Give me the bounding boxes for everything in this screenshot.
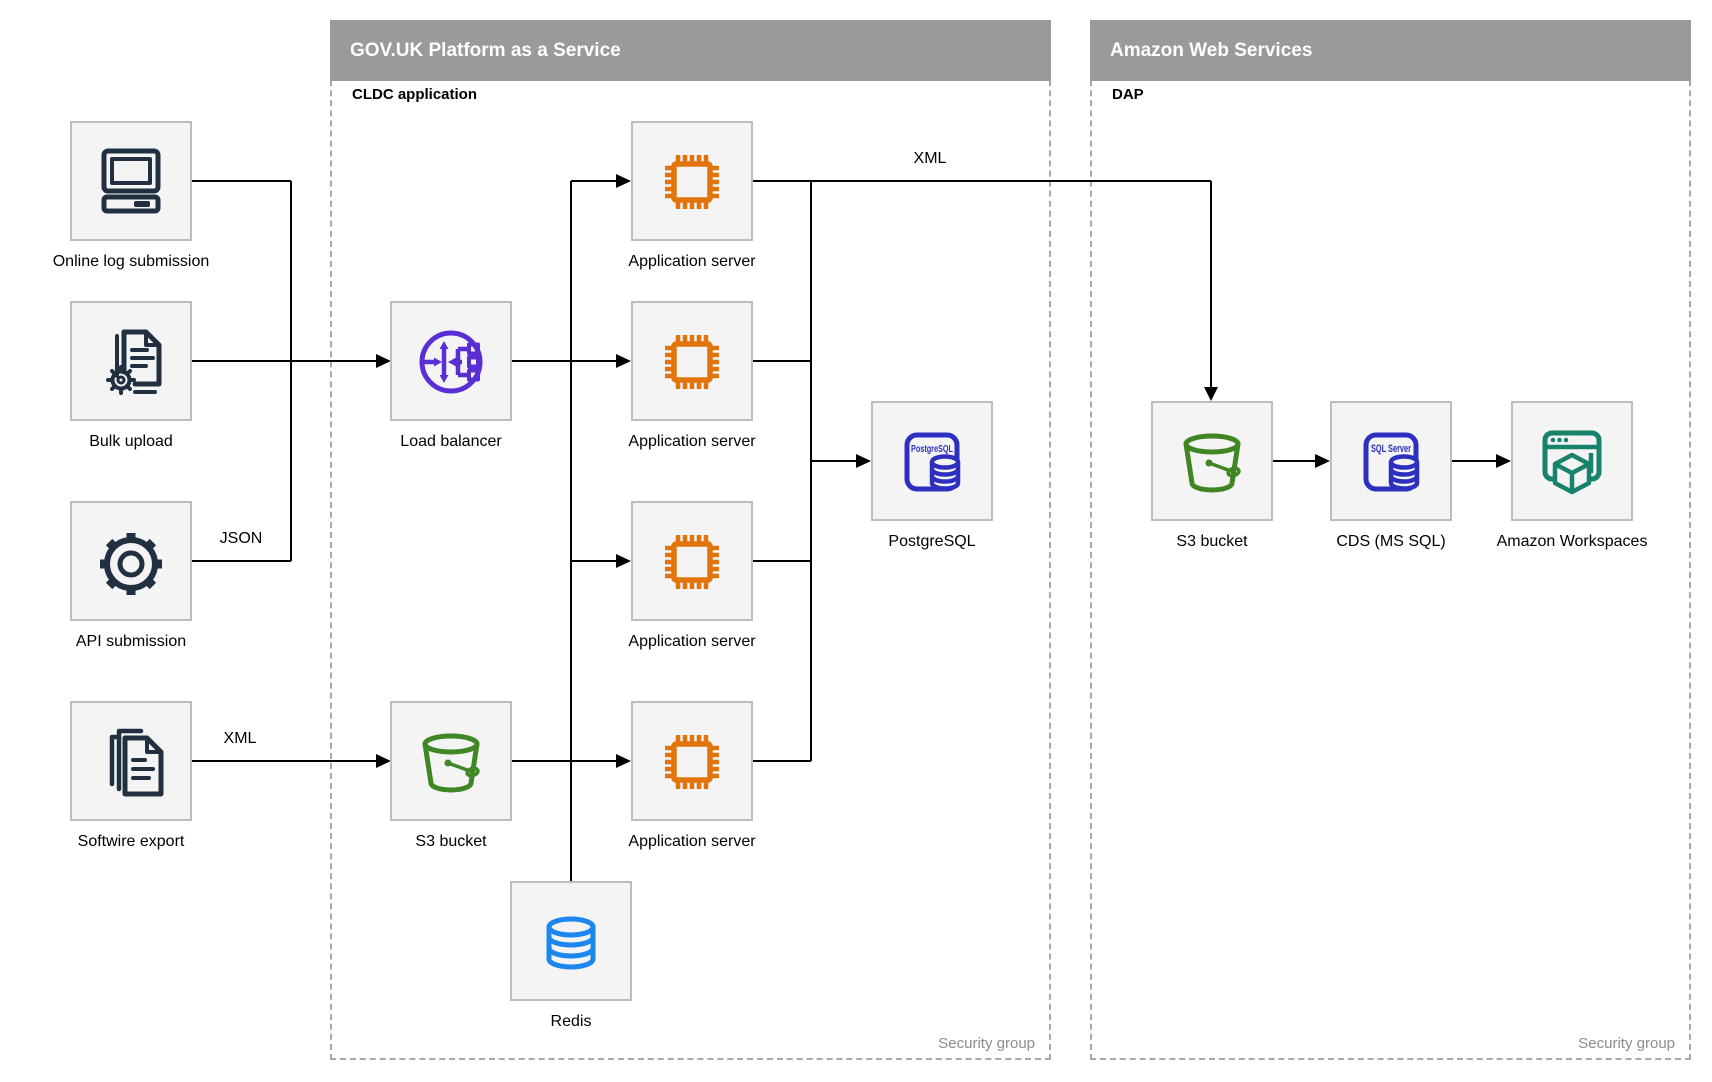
edge-label-json: JSON bbox=[219, 530, 263, 547]
edge-label-xml-to-dap: XML bbox=[913, 150, 947, 167]
chip-icon bbox=[665, 535, 719, 589]
postgresql-box: PostgreSQL bbox=[871, 401, 993, 521]
desktop-computer-icon bbox=[101, 148, 161, 214]
postgresql-database-icon: PostgreSQL bbox=[904, 432, 961, 492]
chip-icon bbox=[665, 155, 719, 209]
panel-aws-sublabel: DAP bbox=[1112, 86, 1144, 103]
node-application-server-4: Application server bbox=[628, 701, 756, 850]
node-s3-bucket-aws: S3 bucket bbox=[1151, 401, 1273, 550]
amazon-workspaces-box bbox=[1511, 401, 1633, 521]
node-cds-ms-sql: SQL Server CDS (MS SQL) bbox=[1330, 401, 1452, 550]
node-application-server-1: Application server bbox=[628, 121, 756, 270]
api-submission-box bbox=[70, 501, 192, 621]
load-balancer-box bbox=[390, 301, 512, 421]
chip-icon bbox=[665, 335, 719, 389]
document-gear-icon bbox=[106, 329, 162, 395]
application-server-box bbox=[631, 701, 753, 821]
panel-govuk-paas-header: GOV.UK Platform as a Service bbox=[330, 20, 1051, 81]
s3-bucket-icon bbox=[422, 733, 480, 793]
node-postgresql: PostgreSQL PostgreSQL bbox=[871, 401, 993, 550]
documents-stack-icon bbox=[109, 728, 164, 797]
load-balancer-icon bbox=[419, 330, 483, 394]
node-application-server-2: Application server bbox=[628, 301, 756, 450]
node-label: Online log submission bbox=[52, 253, 210, 270]
node-bulk-upload: Bulk upload bbox=[70, 301, 192, 450]
s3-bucket-box bbox=[390, 701, 512, 821]
online-log-submission-box bbox=[70, 121, 192, 241]
gear-icon bbox=[100, 533, 162, 595]
application-server-box bbox=[631, 121, 753, 241]
node-amazon-workspaces: Amazon Workspaces bbox=[1497, 401, 1647, 550]
node-label: Softwire export bbox=[77, 833, 185, 850]
bulk-upload-box bbox=[70, 301, 192, 421]
sql-server-icon-text: SQL Server bbox=[1371, 443, 1411, 455]
node-label: Application server bbox=[628, 253, 756, 270]
panel-govuk-paas-sublabel: CLDC application bbox=[352, 86, 478, 103]
node-softwire-export: Softwire export bbox=[70, 701, 192, 850]
redis-box bbox=[510, 881, 632, 1001]
edge-label-xml-softwire: XML bbox=[223, 730, 257, 747]
node-label: Amazon Workspaces bbox=[1496, 533, 1648, 550]
panel-govuk-paas: GOV.UK Platform as a Service CLDC applic… bbox=[330, 20, 1051, 1060]
node-label: Bulk upload bbox=[89, 433, 173, 450]
node-s3-bucket-paas: S3 bucket bbox=[390, 701, 512, 850]
node-label: Application server bbox=[628, 433, 756, 450]
node-load-balancer: Load balancer bbox=[390, 301, 512, 450]
workspaces-icon bbox=[1542, 430, 1602, 495]
cds-ms-sql-box: SQL Server bbox=[1330, 401, 1452, 521]
softwire-export-box bbox=[70, 701, 192, 821]
node-label: Application server bbox=[628, 833, 756, 850]
node-label: Redis bbox=[550, 1013, 592, 1030]
panel-aws-header: Amazon Web Services bbox=[1090, 20, 1691, 81]
node-label: S3 bucket bbox=[415, 833, 487, 850]
sql-server-database-icon: SQL Server bbox=[1363, 432, 1420, 492]
node-redis: Redis bbox=[510, 881, 632, 1030]
node-api-submission: API submission bbox=[70, 501, 192, 650]
redis-cylinder-icon bbox=[546, 916, 596, 970]
node-label: CDS (MS SQL) bbox=[1336, 533, 1446, 550]
node-label: Load balancer bbox=[400, 433, 502, 450]
node-application-server-3: Application server bbox=[628, 501, 756, 650]
node-label: Application server bbox=[628, 633, 756, 650]
application-server-box bbox=[631, 301, 753, 421]
s3-bucket-icon bbox=[1183, 433, 1241, 493]
panel-aws-footer: Security group bbox=[1578, 1035, 1675, 1052]
chip-icon bbox=[665, 735, 719, 789]
node-label: API submission bbox=[75, 633, 187, 650]
node-label: S3 bucket bbox=[1176, 533, 1248, 550]
panel-govuk-paas-footer: Security group bbox=[938, 1035, 1035, 1052]
s3-bucket-box bbox=[1151, 401, 1273, 521]
node-label: PostgreSQL bbox=[888, 533, 976, 550]
application-server-box bbox=[631, 501, 753, 621]
postgresql-icon-text: PostgreSQL bbox=[911, 443, 953, 455]
node-online-log-submission: Online log submission bbox=[53, 121, 209, 270]
